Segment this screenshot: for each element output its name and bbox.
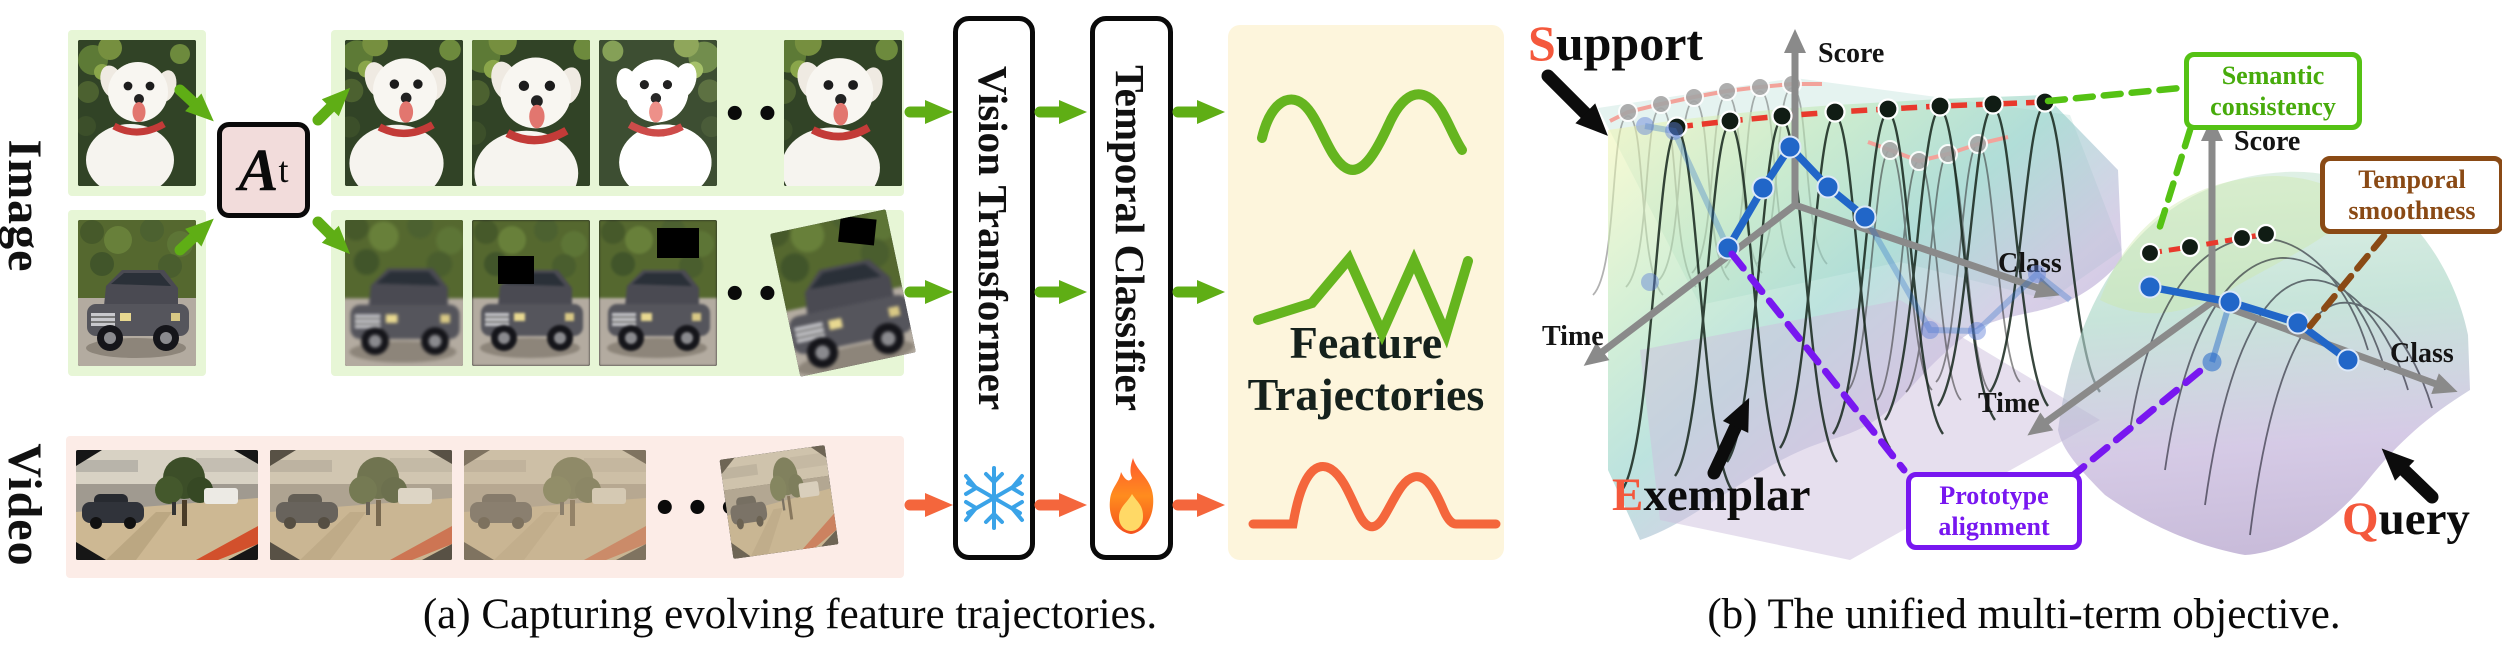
augmented-dog-frame xyxy=(784,40,902,186)
output-title-line1: Feature xyxy=(1289,317,1443,368)
video-frame xyxy=(76,450,258,560)
augmented-car-frame xyxy=(345,220,463,366)
axis-label-score: Score xyxy=(1818,38,1884,69)
prototype-dashed-link xyxy=(1728,250,1908,474)
car-photo xyxy=(78,220,196,366)
exemplar-arrow xyxy=(1707,397,1750,480)
video-frame xyxy=(464,450,646,560)
augmentation-subscript: t xyxy=(278,150,289,190)
vision-transformer-box xyxy=(953,16,1035,560)
axis-label-class: Class xyxy=(1998,248,2062,279)
erase-patch xyxy=(657,228,699,258)
zigzag-trajectory-curve xyxy=(1253,248,1473,349)
query-surface-highlight xyxy=(2100,176,2360,314)
axis-label-time: Time xyxy=(1978,388,2040,419)
support-arrow xyxy=(1541,69,1608,136)
right-crest-dots xyxy=(1880,134,1988,171)
augmented-car-frame xyxy=(472,220,590,366)
snowflake-icon xyxy=(964,466,1024,530)
caption-panel-a: (a) Capturing evolving feature trajector… xyxy=(422,591,1158,638)
caption-panel-b: (b) The unified multi-term objective. xyxy=(1707,591,2341,638)
callout-connectors xyxy=(1728,84,2388,482)
query-crest-dashed-line xyxy=(2149,231,2267,256)
augmentation-symbol: A xyxy=(238,137,279,203)
augmented-car-frame xyxy=(599,220,717,366)
axis-label-class: Class xyxy=(2390,338,2454,369)
video-trajectory-curve xyxy=(1248,462,1501,532)
exemplar-initial: E xyxy=(1612,469,1644,521)
video-frame xyxy=(270,450,452,560)
semantic-dashed-link xyxy=(2153,126,2194,240)
smooth-trajectory-curve xyxy=(1257,89,1467,175)
query-initial: Q xyxy=(2342,493,2379,545)
exemplar-label: Exemplar xyxy=(1612,469,1811,521)
dog-photo xyxy=(78,40,196,186)
query-blue-trajectory xyxy=(2138,275,2360,372)
query-arrow xyxy=(2381,448,2439,504)
augmented-dog-frame xyxy=(472,40,590,186)
support-label: Support xyxy=(1528,15,1704,71)
prototype-dashed-link xyxy=(2066,362,2210,482)
panel-a-connectors xyxy=(174,84,1501,532)
axis-label-score: Score xyxy=(2234,126,2300,157)
annotation-arrows xyxy=(1541,69,2439,504)
support-plot-axes xyxy=(1583,29,2060,366)
semantic-consistency-callout: Semantic consistency xyxy=(2184,52,2362,131)
temporal-smoothness-callout: Temporal smoothness xyxy=(2320,156,2502,235)
axis-label-time: Time xyxy=(1542,321,1604,352)
output-title-line2: Trajectories xyxy=(1247,369,1485,420)
semantic-dashed-link xyxy=(2044,84,2184,105)
prototype-alignment-callout: Prototype alignment xyxy=(1906,472,2082,551)
erase-patch xyxy=(498,256,534,284)
support-blue-trajectory xyxy=(1636,117,2072,340)
augmented-dog-frame xyxy=(345,40,463,186)
augmented-dog-frame xyxy=(599,40,717,186)
panel-b-plots: Score Class Time xyxy=(1541,29,2470,560)
query-peak-dots xyxy=(2139,223,2277,264)
query-surface xyxy=(2058,171,2470,555)
green-arrows xyxy=(174,84,1225,304)
fire-icon xyxy=(1109,458,1154,534)
temporal-dashed-link xyxy=(2306,232,2388,330)
support-peak-dots xyxy=(1666,91,2056,138)
support-initial: S xyxy=(1528,15,1556,71)
query-label: Query xyxy=(2342,493,2470,545)
